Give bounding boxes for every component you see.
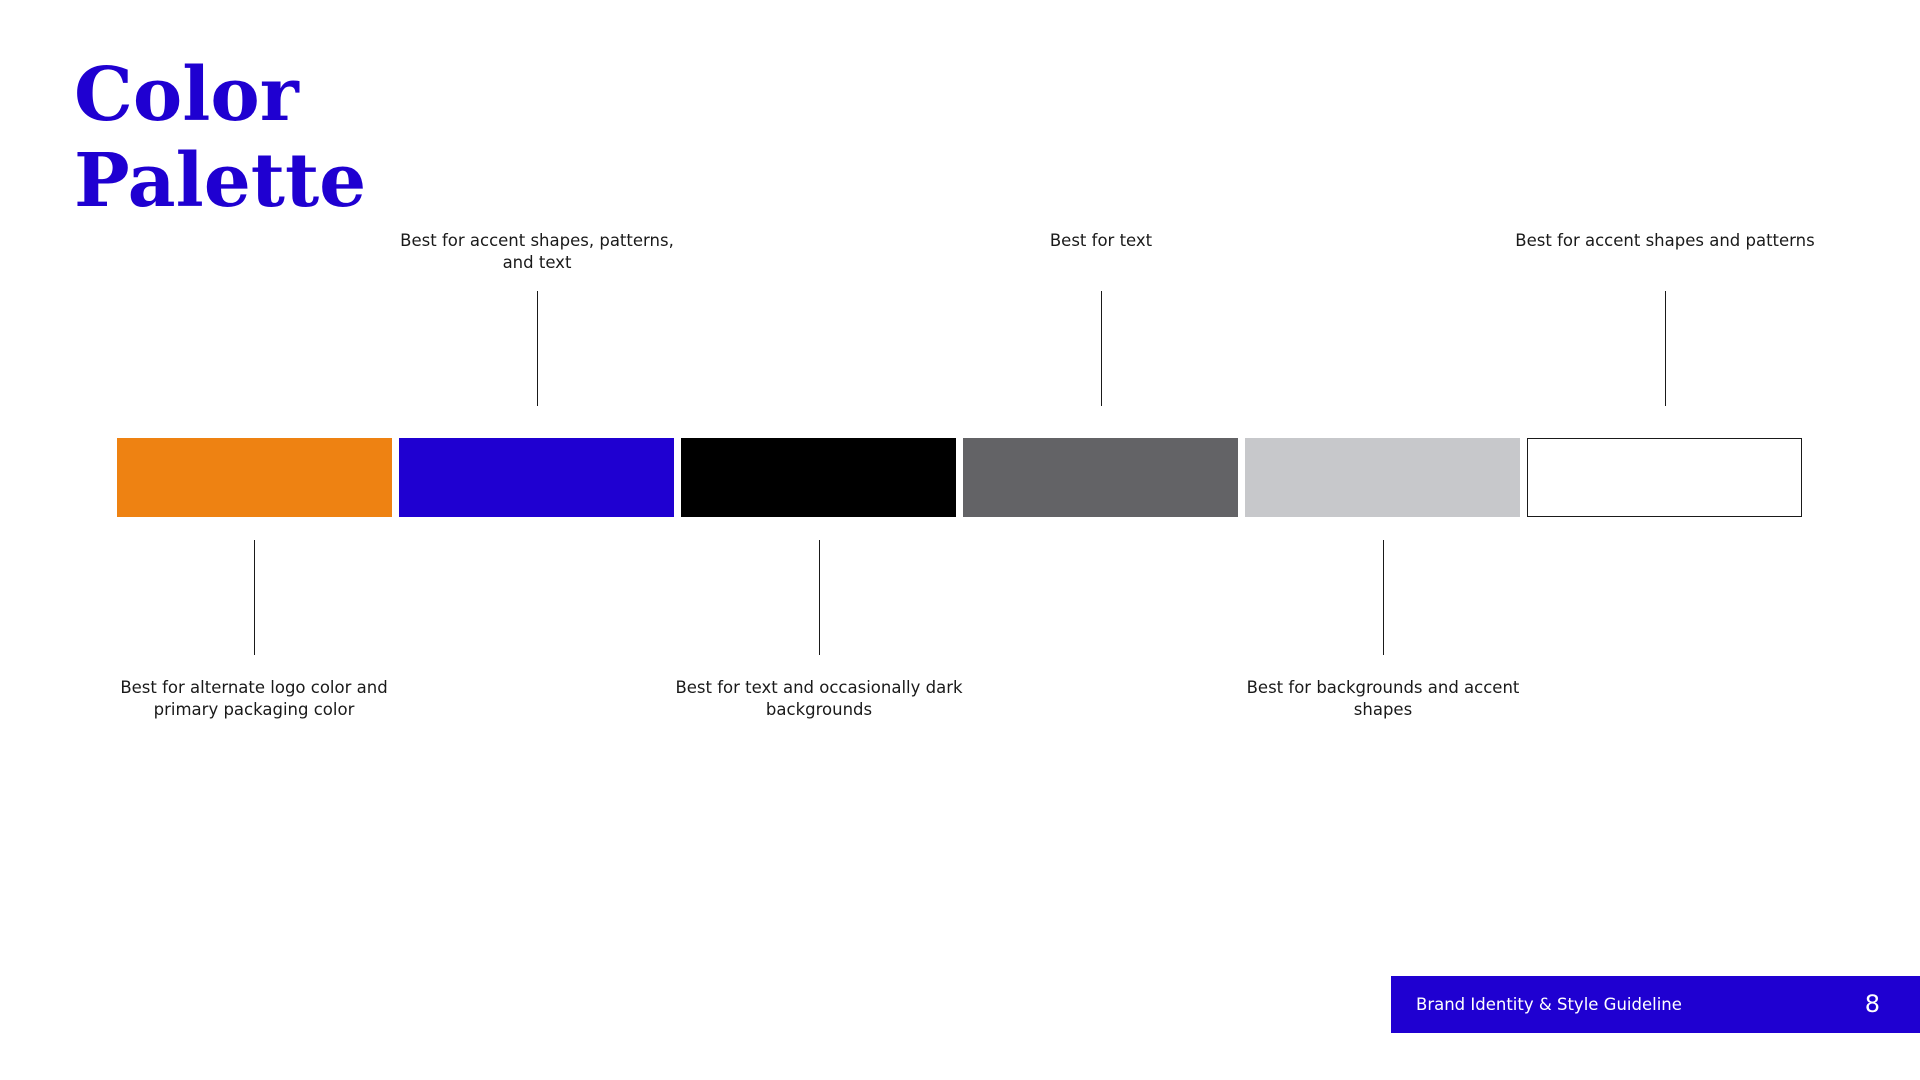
swatch-orange	[117, 438, 392, 517]
usage-label-light-gray: Best for backgrounds and accent shapes	[1246, 678, 1520, 719]
swatch-dark-gray	[963, 438, 1238, 517]
title-line-1: Color	[74, 52, 299, 138]
swatch-blue	[399, 438, 674, 517]
swatch-black	[681, 438, 956, 517]
swatch-light-gray	[1245, 438, 1520, 517]
usage-label-black: Best for text and occasionally dark back…	[675, 678, 963, 719]
usage-label-dark-gray: Best for text	[1049, 231, 1153, 250]
footer-bar: Brand Identity & Style Guideline 8	[1391, 976, 1920, 1033]
connector-line-dark-gray	[1101, 291, 1102, 406]
usage-label-white: Best for accent shapes and patterns	[1515, 231, 1815, 250]
usage-label-orange: Best for alternate logo color and primar…	[120, 678, 388, 719]
page-title: Color Palette	[74, 52, 366, 224]
usage-label-blue: Best for accent shapes, patterns, and te…	[400, 231, 674, 272]
connector-line-orange	[254, 540, 255, 655]
connector-line-blue	[537, 291, 538, 406]
connector-line-black	[819, 540, 820, 655]
page-number: 8	[1864, 990, 1880, 1018]
connector-line-light-gray	[1383, 540, 1384, 655]
title-line-2: Palette	[74, 138, 367, 224]
connector-line-white	[1665, 291, 1666, 406]
footer-title: Brand Identity & Style Guideline	[1416, 995, 1682, 1014]
swatch-white	[1527, 438, 1802, 517]
